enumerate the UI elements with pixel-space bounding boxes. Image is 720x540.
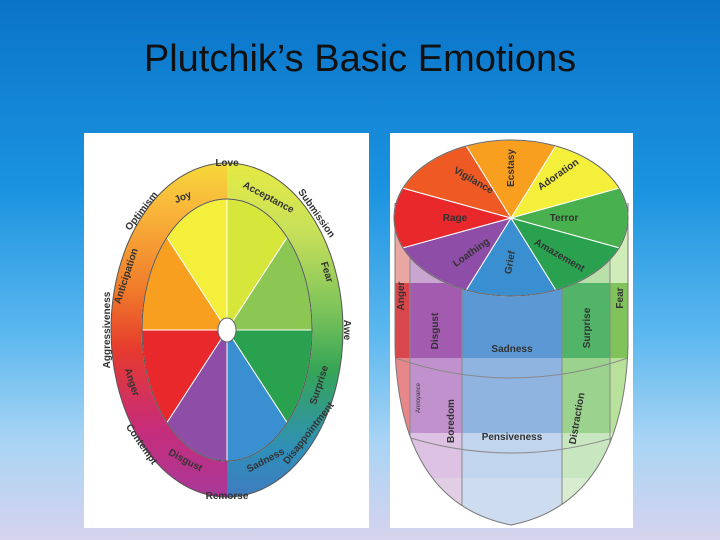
cone-label-ecstasy: Ecstasy xyxy=(506,149,517,187)
cone-label-sadness: Sadness xyxy=(491,344,533,355)
cone-label-boredom: Boredom xyxy=(446,399,457,443)
slide-title: Plutchik’s Basic Emotions xyxy=(143,38,577,80)
emotion-wheel: Love Joy Acceptance Submission Fear Awe … xyxy=(102,158,352,502)
cone-label-surprise: Surprise xyxy=(582,307,593,348)
wheel-label-remorse: Remorse xyxy=(206,491,249,502)
cone-label-disgust: Disgust xyxy=(430,312,441,349)
emotion-wheel-panel: Love Joy Acceptance Submission Fear Awe … xyxy=(84,133,369,528)
wheel-label-love: Love xyxy=(215,158,239,169)
cone-label-rage: Rage xyxy=(443,213,468,224)
cone-label-fear: Fear xyxy=(615,287,626,308)
wheel-center xyxy=(217,317,237,343)
cone-label-pensiveness: Pensiveness xyxy=(482,432,543,443)
wheel-label-awe: Awe xyxy=(341,320,352,341)
cone-label-annoyance: Annoyance xyxy=(416,382,422,413)
cone-label-grief: Grief xyxy=(503,249,518,275)
cone-label-anger: Anger xyxy=(396,281,407,310)
cone-label-terror: Terror xyxy=(550,213,579,224)
wheel-label-aggressiveness: Aggressiveness xyxy=(102,291,113,368)
